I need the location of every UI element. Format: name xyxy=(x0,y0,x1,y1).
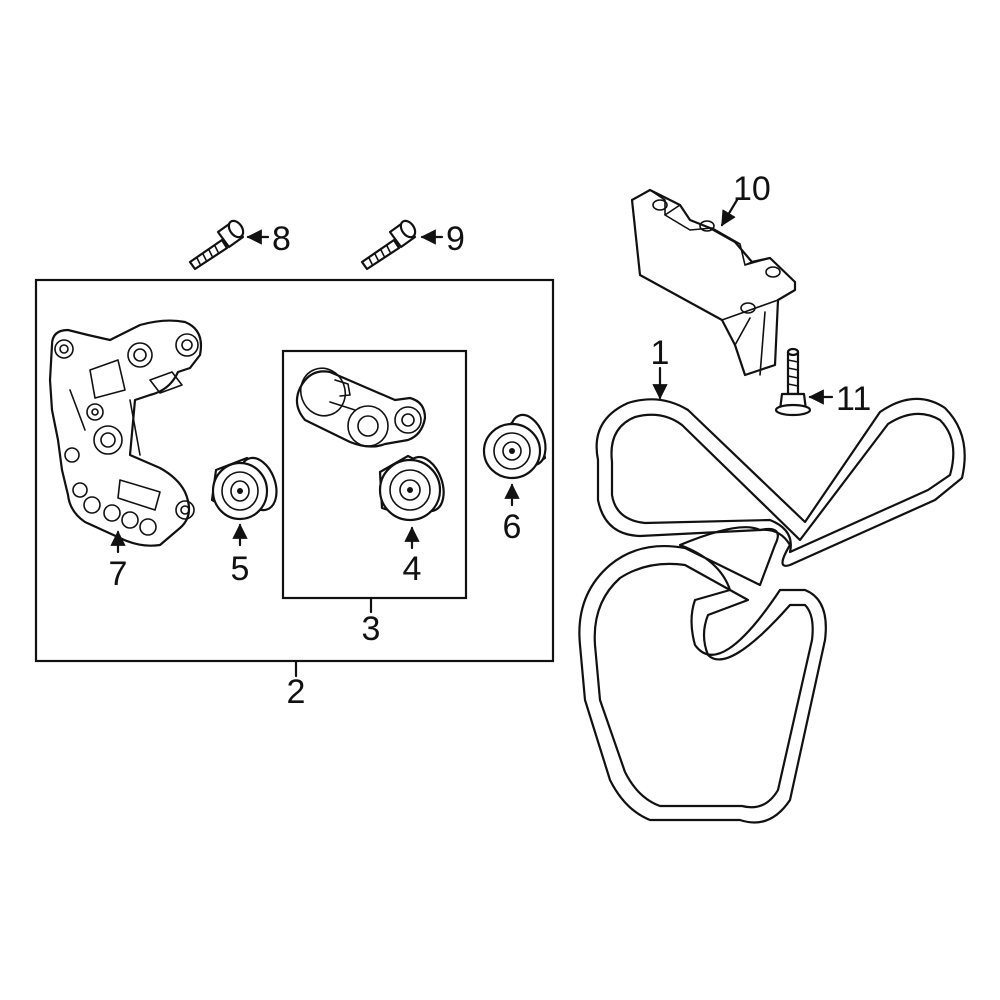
bolt-9-icon xyxy=(360,219,417,271)
callout-1: 1 xyxy=(651,334,670,372)
leader-10 xyxy=(720,198,739,227)
callout-5: 5 xyxy=(231,550,250,588)
callout-6: 6 xyxy=(503,508,522,546)
tensioner-body-icon xyxy=(295,367,427,448)
assembly-box-3 xyxy=(281,349,468,600)
callout-3: 3 xyxy=(362,610,381,648)
callout-11: 11 xyxy=(836,380,871,418)
callout-9: 9 xyxy=(446,220,465,258)
flange-bolt-11-icon xyxy=(774,347,812,417)
callout-2: 2 xyxy=(287,673,306,711)
idler-pulley-5-icon xyxy=(210,456,278,521)
callout-8: 8 xyxy=(272,220,291,258)
idler-pulley-4-icon xyxy=(378,454,445,522)
tensioner-bracket-7-icon xyxy=(48,319,203,547)
callout-4: 4 xyxy=(403,550,422,588)
mount-bracket-10-icon xyxy=(630,188,797,377)
idler-pulley-6-icon xyxy=(482,413,547,480)
bolt-8-icon xyxy=(188,219,245,271)
assembly-box-2 xyxy=(34,278,555,663)
callout-7: 7 xyxy=(109,555,128,593)
callout-10: 10 xyxy=(733,170,771,208)
serpentine-belt-1-icon xyxy=(578,397,966,824)
